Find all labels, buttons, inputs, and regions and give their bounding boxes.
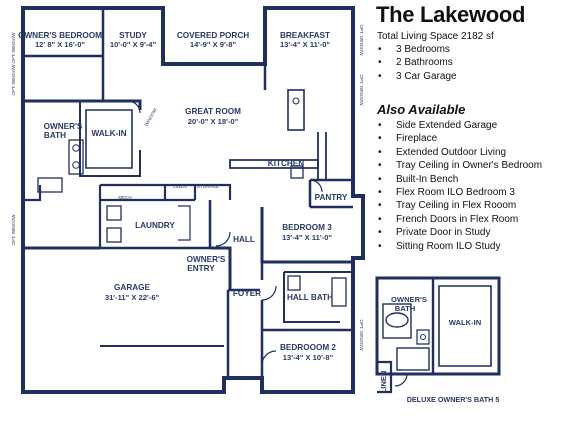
room-owners-bath-1: OWNER'S [44,122,83,131]
option-item: •Sitting Room ILO Study [378,240,501,252]
feature-item: •3 Bedrooms [378,44,450,55]
room-study-size: 10'-0" X 9'-4" [110,40,157,49]
feature-item: •2 Bathrooms [378,57,453,69]
deluxe-walk-in: WALK-IN [449,318,481,327]
room-owners-entry-1: OWNER'S [187,255,226,264]
room-owners-bath-2: BATH [44,131,66,140]
room-hall: HALL [233,235,255,244]
options-list: •Side Extended Garage •Fireplace •Extend… [378,119,542,253]
option-item: •Tray Ceiling in Owner's Bedroom [378,160,543,172]
option-item: •Built-In Bench [378,173,459,185]
room-breakfast-size: 13'-4" X 11'-0" [280,40,330,49]
window-label-left-top: OPT. WINDOW [11,32,16,64]
room-laundry: LAUNDRY [135,221,175,230]
window-label-left-mid: OPT. WINDOW [11,64,16,96]
room-owners-bedroom-size: 12' 8" X 16'-0" [35,40,85,49]
room-covered-porch-size: 14'-9" X 9'-8" [190,40,237,49]
room-study: STUDY [119,31,147,40]
option-item: •Flex Room ILO Bedroom 3 [378,187,515,199]
room-foyer: FOYER [233,289,261,298]
deluxe-bath-inset: OWNER'S BATH WALK-IN LINEN DELUXE OWNER'… [375,276,501,404]
plan-title: The Lakewood [376,2,526,27]
option-item: •Fireplace [378,133,438,145]
room-hall-bath: HALL BATH [287,293,333,302]
deluxe-owners-bath-2: BATH [395,304,416,313]
outer-wall [21,6,365,394]
feature-list: •3 Bedrooms •2 Bathrooms •3 Car Garage [378,43,457,83]
info-panel: The Lakewood Total Living Space 2182 sf … [373,0,573,280]
label-mech: MECH [118,195,131,200]
room-covered-porch: COVERED PORCH [177,31,249,40]
deluxe-owners-bath-1: OWNER'S [391,295,427,304]
room-great-room: GREAT ROOM [185,107,241,116]
room-bedroom-2-size: 13'-4" X 10'-8" [283,353,334,362]
option-item: •French Doors in Flex Room [378,213,519,225]
window-label-right-top: OPT. WINDOW [359,25,364,57]
deluxe-linen: LINEN [379,371,388,394]
deluxe-caption: DELUXE OWNER'S BATH 5 [407,395,500,404]
label-storage: STORAGE [197,184,219,189]
living-space: Total Living Space 2182 sf [377,31,494,42]
room-bedroom-3: BEDROOM 3 [282,223,332,232]
room-breakfast: BREAKFAST [280,31,330,40]
room-great-room-size: 20'-0" X 18'-0" [188,117,239,126]
option-item: •Private Door in Study [378,227,491,239]
label-linen: LINEN [173,184,186,189]
room-kitchen: KITCHEN [268,159,304,168]
floor-plan: OWNER'S BEDROOM 12' 8" X 16'-0" STUDY 10… [11,6,365,394]
room-pantry: PANTRY [315,193,348,202]
room-owners-bedroom: OWNER'S BEDROOM [18,31,102,40]
window-label-walkin: WINDOW [144,107,159,127]
window-label-left-garage: OPT. WINDOW [11,214,16,246]
room-bedroom-2: BEDROOOM 2 [280,343,336,352]
room-bedroom-3-size: 13'-4" X 11'-0" [282,233,332,242]
room-garage: GARAGE [114,283,150,292]
option-item: •Extended Outdoor Living [378,146,507,158]
window-label-right-mid: OPT. WINDOW [359,75,364,107]
room-walk-in: WALK-IN [91,129,126,138]
option-item: •Tray Ceiling in Flex Rooom [378,200,517,212]
also-available-heading: Also Available [377,102,466,117]
feature-item: •3 Car Garage [378,70,457,82]
room-garage-size: 31'-11" X 22'-6" [105,293,160,302]
room-owners-entry-2: ENTRY [187,264,215,273]
window-label-right-bottom: OPT. WINDOW [359,320,364,352]
option-item: •Side Extended Garage [378,120,498,131]
